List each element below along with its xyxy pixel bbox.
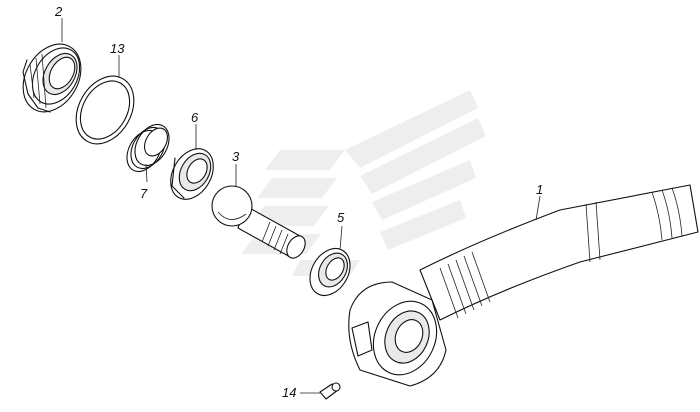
leader-lines <box>61 18 541 394</box>
part-7-spring <box>126 123 170 173</box>
part-5-ring <box>309 248 351 296</box>
callout-2: 2 <box>54 4 63 19</box>
part-1-rod-end <box>348 184 699 387</box>
callout-13: 13 <box>110 41 125 56</box>
part-6-bushing <box>170 148 214 200</box>
callout-1: 1 <box>536 182 543 197</box>
callout-6: 6 <box>191 110 199 125</box>
callout-5: 5 <box>337 210 345 225</box>
callout-14: 14 <box>282 385 296 400</box>
callout-3: 3 <box>232 149 240 164</box>
callout-7: 7 <box>140 186 148 201</box>
part-14-grease-fitting <box>319 382 341 400</box>
part-3-ball-pin <box>211 185 306 259</box>
callout-labels: 2 13 6 7 3 5 1 14 <box>54 4 543 400</box>
part-13-ring <box>75 75 135 145</box>
part-2-nut <box>22 43 82 113</box>
